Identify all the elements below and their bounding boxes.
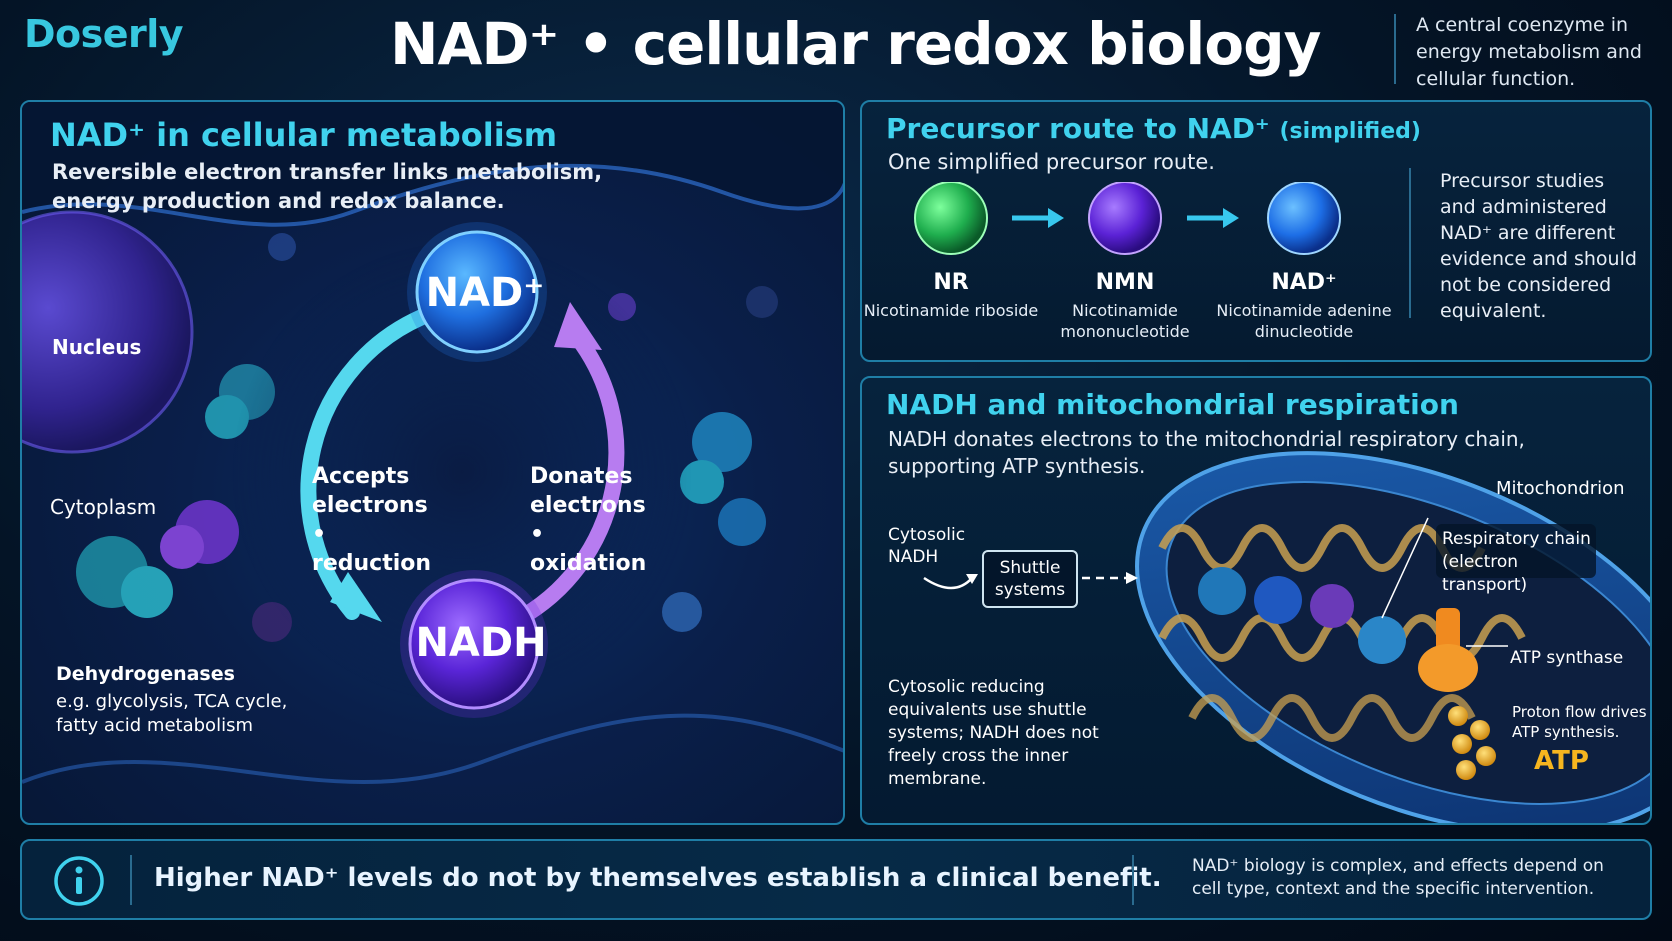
nr-sphere xyxy=(914,182,988,255)
disclaimer-statement: Higher NAD⁺ levels do not by themselves … xyxy=(154,863,1162,893)
header-divider xyxy=(1394,14,1396,84)
molecule-nad-abbr: NAD⁺ xyxy=(1271,270,1337,295)
label-atp: ATP xyxy=(1534,746,1589,776)
label-dehydrogenases: Dehydrogenases xyxy=(56,663,235,685)
dehydrogenases-description: e.g. glycolysis, TCA cycle, fatty acid m… xyxy=(56,691,288,736)
shuttle-note: Cytosolic reducing equivalents use shutt… xyxy=(888,677,1099,789)
evidence-note: Precursor studies and administered NAD⁺ … xyxy=(1440,170,1637,322)
disclaimer-banner: Higher NAD⁺ levels do not by themselves … xyxy=(20,839,1652,920)
molecule-nmn-name: Nicotinamide mononucleotide xyxy=(1060,301,1190,341)
page-title: NAD⁺ • cellular redox biology xyxy=(390,10,1321,78)
disclaimer-note: NAD⁺ biology is complex, and effects dep… xyxy=(1192,856,1604,899)
complex-2 xyxy=(1254,576,1302,624)
precursor-title-suffix: (simplified) xyxy=(1279,119,1421,144)
reduction-arrow xyxy=(300,309,430,620)
molecule-nad-name: Nicotinamide adenine dinucleotide xyxy=(1216,301,1392,341)
info-icon xyxy=(54,856,104,906)
brand-logo: Doserly xyxy=(24,12,184,56)
panel-subtitle: NADH donates electrons to the mitochondr… xyxy=(888,427,1525,478)
header-note: A central coenzyme in energy metabolism … xyxy=(1416,14,1642,90)
panel-title: Precursor route to NAD⁺ (simplified) xyxy=(886,112,1421,145)
panel-cellular-metabolism: NAD⁺ in cellular metabolism Reversible e… xyxy=(20,100,845,825)
label-cytoplasm: Cytoplasm xyxy=(50,495,157,519)
label-proton-flow: Proton flow drives ATP synthesis. xyxy=(1512,703,1647,741)
label-cytosolic-nadh: Cytosolic NADH xyxy=(888,525,966,567)
label-respiratory-chain: Respiratory chain (electron transport) xyxy=(1436,524,1596,595)
shuttle-systems-box: Shuttle systems xyxy=(982,550,1078,608)
panel-divider xyxy=(1409,168,1411,318)
cell-illustration xyxy=(22,102,843,784)
panel-mitochondrial-respiration: NADH and mitochondrial respiration NADH … xyxy=(860,376,1652,825)
banner-divider xyxy=(130,855,132,905)
atp-molecule xyxy=(1448,706,1468,726)
precursor-title: Precursor route to NAD⁺ xyxy=(886,112,1270,145)
panel-subtitle: Reversible electron transfer links metab… xyxy=(52,160,603,213)
label-atp-synthase: ATP synthase xyxy=(1510,648,1624,668)
nad-sphere xyxy=(1267,182,1341,255)
complex-1 xyxy=(1198,567,1246,615)
banner-divider-right xyxy=(1132,855,1134,905)
reduction-label: Accepts electrons • reduction xyxy=(312,464,432,576)
precursor-molecules xyxy=(914,182,1341,255)
molecule-nr-name: Nicotinamide riboside xyxy=(863,301,1039,320)
panel-precursor-route: Precursor route to NAD⁺ (simplified) One… xyxy=(860,100,1652,362)
nadh-to-shuttle-arrow xyxy=(923,576,973,590)
pointer-respiratory-chain xyxy=(1381,517,1429,619)
nucleus-shape xyxy=(22,212,192,452)
oxidation-arrow xyxy=(514,329,625,625)
molecule-nr-abbr: NR xyxy=(933,270,969,295)
panel-title: NADH and mitochondrial respiration xyxy=(886,388,1459,421)
complex-4 xyxy=(1358,616,1406,664)
molecule-nmn-abbr: NMN xyxy=(1095,270,1155,295)
nad-node xyxy=(415,230,539,354)
panel-subtitle: One simplified precursor route. xyxy=(888,150,1215,174)
nad-node-label: NAD⁺ xyxy=(425,270,545,316)
label-mitochondrion: Mitochondrion xyxy=(1496,478,1625,499)
dehydrogenase-proteins xyxy=(76,233,778,642)
panel-title: NAD⁺ in cellular metabolism xyxy=(50,116,558,154)
complex-3 xyxy=(1310,584,1354,628)
nadh-node xyxy=(408,578,540,710)
label-nucleus: Nucleus xyxy=(52,335,142,359)
oxidation-label: Donates electrons • oxidation xyxy=(530,464,647,576)
nadh-node-label: NADH xyxy=(415,620,547,666)
nmn-sphere xyxy=(1088,182,1162,255)
